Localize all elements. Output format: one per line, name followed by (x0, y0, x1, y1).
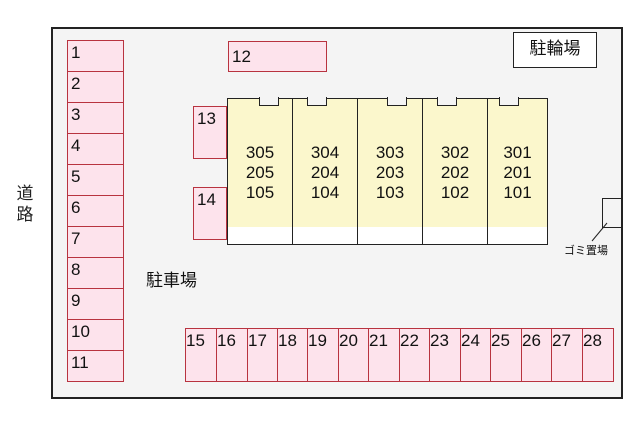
unit-103: 103 (375, 183, 405, 202)
parking-stall-11[interactable]: 11 (67, 350, 124, 382)
entrance-notch (499, 97, 519, 106)
parking-stall-23[interactable]: 23 (429, 328, 461, 382)
unit-column-03: 303 203 103 (357, 97, 423, 229)
parking-stall-18[interactable]: 18 (277, 328, 308, 382)
balcony (422, 227, 488, 245)
entrance-notch (307, 97, 327, 106)
trash-area (602, 198, 622, 228)
parking-stall-13[interactable]: 13 (193, 106, 227, 159)
unit-204: 204 (310, 163, 340, 182)
parking-stall-24[interactable]: 24 (460, 328, 491, 382)
entrance-notch (387, 97, 407, 106)
road-label: 道路 (16, 184, 34, 225)
unit-302: 302 (440, 143, 470, 162)
unit-column-02: 302 202 102 (422, 97, 488, 229)
parking-stall-14[interactable]: 14 (193, 187, 227, 240)
parking-stall-7[interactable]: 7 (67, 226, 124, 258)
unit-101: 101 (503, 183, 532, 202)
parking-stall-2[interactable]: 2 (67, 71, 124, 103)
trash-area-label: ゴミ置場 (564, 244, 608, 257)
parking-stall-12[interactable]: 12 (228, 41, 327, 72)
parking-stall-22[interactable]: 22 (399, 328, 430, 382)
parking-lot-label: 駐車場 (146, 271, 197, 291)
unit-105: 105 (245, 183, 275, 202)
unit-203: 203 (375, 163, 405, 182)
parking-stall-10[interactable]: 10 (67, 319, 124, 351)
parking-stall-1[interactable]: 1 (67, 40, 124, 72)
unit-102: 102 (440, 183, 470, 202)
parking-stall-5[interactable]: 5 (67, 164, 124, 196)
entrance-notch (259, 97, 279, 106)
unit-104: 104 (310, 183, 340, 202)
bicycle-parking: 駐輪場 (513, 32, 597, 68)
unit-303: 303 (375, 143, 405, 162)
unit-column-04: 304 204 104 (292, 97, 358, 229)
parking-stall-3[interactable]: 3 (67, 102, 124, 134)
unit-305: 305 (245, 143, 275, 162)
unit-304: 304 (310, 143, 340, 162)
parking-stall-21[interactable]: 21 (368, 328, 400, 382)
unit-201: 201 (503, 163, 532, 182)
parking-stall-25[interactable]: 25 (490, 328, 522, 382)
parking-stall-28[interactable]: 28 (582, 328, 614, 382)
unit-301: 301 (503, 143, 532, 162)
parking-stall-26[interactable]: 26 (521, 328, 552, 382)
unit-205: 205 (245, 163, 275, 182)
unit-column-01: 301 201 101 (487, 97, 548, 229)
parking-stall-16[interactable]: 16 (216, 328, 248, 382)
unit-202: 202 (440, 163, 470, 182)
balcony (487, 227, 548, 245)
parking-stall-9[interactable]: 9 (67, 288, 124, 320)
unit-column-05: 305 205 105 (227, 97, 293, 229)
parking-stall-15[interactable]: 15 (185, 328, 217, 382)
parking-stall-27[interactable]: 27 (551, 328, 583, 382)
parking-stall-20[interactable]: 20 (338, 328, 369, 382)
balcony (227, 227, 293, 245)
leader-line-icon (591, 222, 608, 242)
apartment-building: 305 205 105 304 204 104 303 203 103 302 … (227, 97, 548, 247)
parking-stall-8[interactable]: 8 (67, 257, 124, 289)
balcony (292, 227, 358, 245)
parking-stall-19[interactable]: 19 (307, 328, 339, 382)
entrance-notch (437, 97, 457, 106)
parking-stall-17[interactable]: 17 (247, 328, 278, 382)
parking-stall-4[interactable]: 4 (67, 133, 124, 165)
balcony (357, 227, 423, 245)
parking-stall-6[interactable]: 6 (67, 195, 124, 227)
